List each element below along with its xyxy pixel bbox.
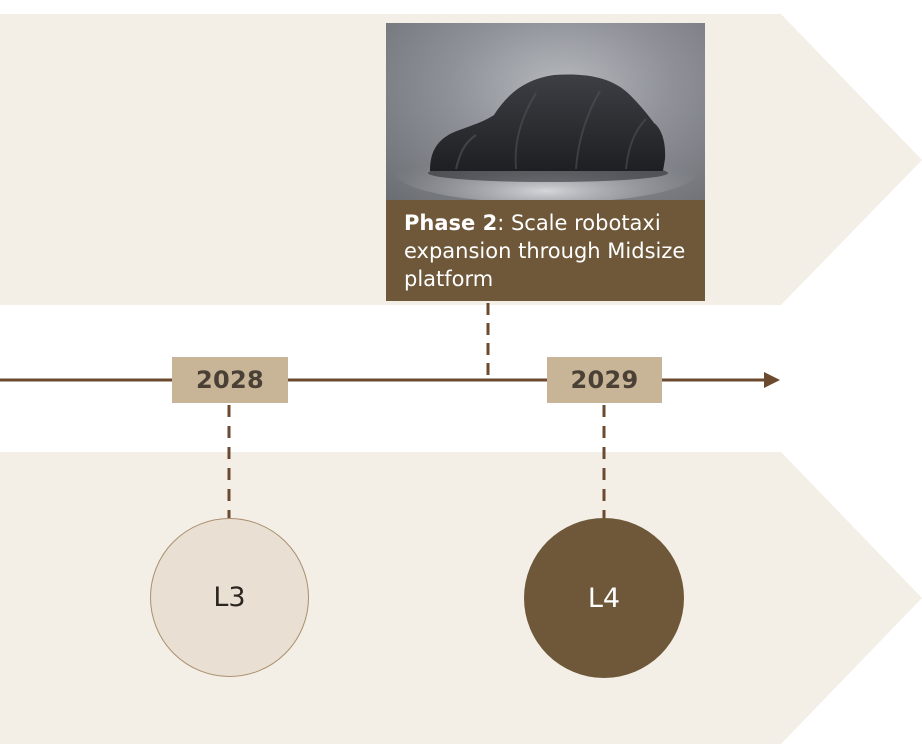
level-label-l3: L3 xyxy=(213,582,246,613)
year-label-2029: 2029 xyxy=(547,357,662,403)
year-label-2028: 2028 xyxy=(172,357,288,403)
phase-card: Phase 2: Scale robotaxi expansion throug… xyxy=(386,23,705,301)
covered-car-image xyxy=(386,23,705,200)
phase-text: Scale robotaxi expansion through Midsize… xyxy=(404,211,686,291)
level-circle-l4: L4 xyxy=(524,518,684,678)
timeline-arrowhead xyxy=(764,372,780,388)
covered-car-icon xyxy=(396,74,696,200)
bottom-band xyxy=(0,452,922,744)
phase-label: Phase 2 xyxy=(404,211,498,235)
phase-separator: : xyxy=(497,211,505,235)
level-label-l4: L4 xyxy=(587,582,621,614)
phase-caption: Phase 2: Scale robotaxi expansion throug… xyxy=(386,200,705,301)
level-circle-l3: L3 xyxy=(150,518,309,677)
